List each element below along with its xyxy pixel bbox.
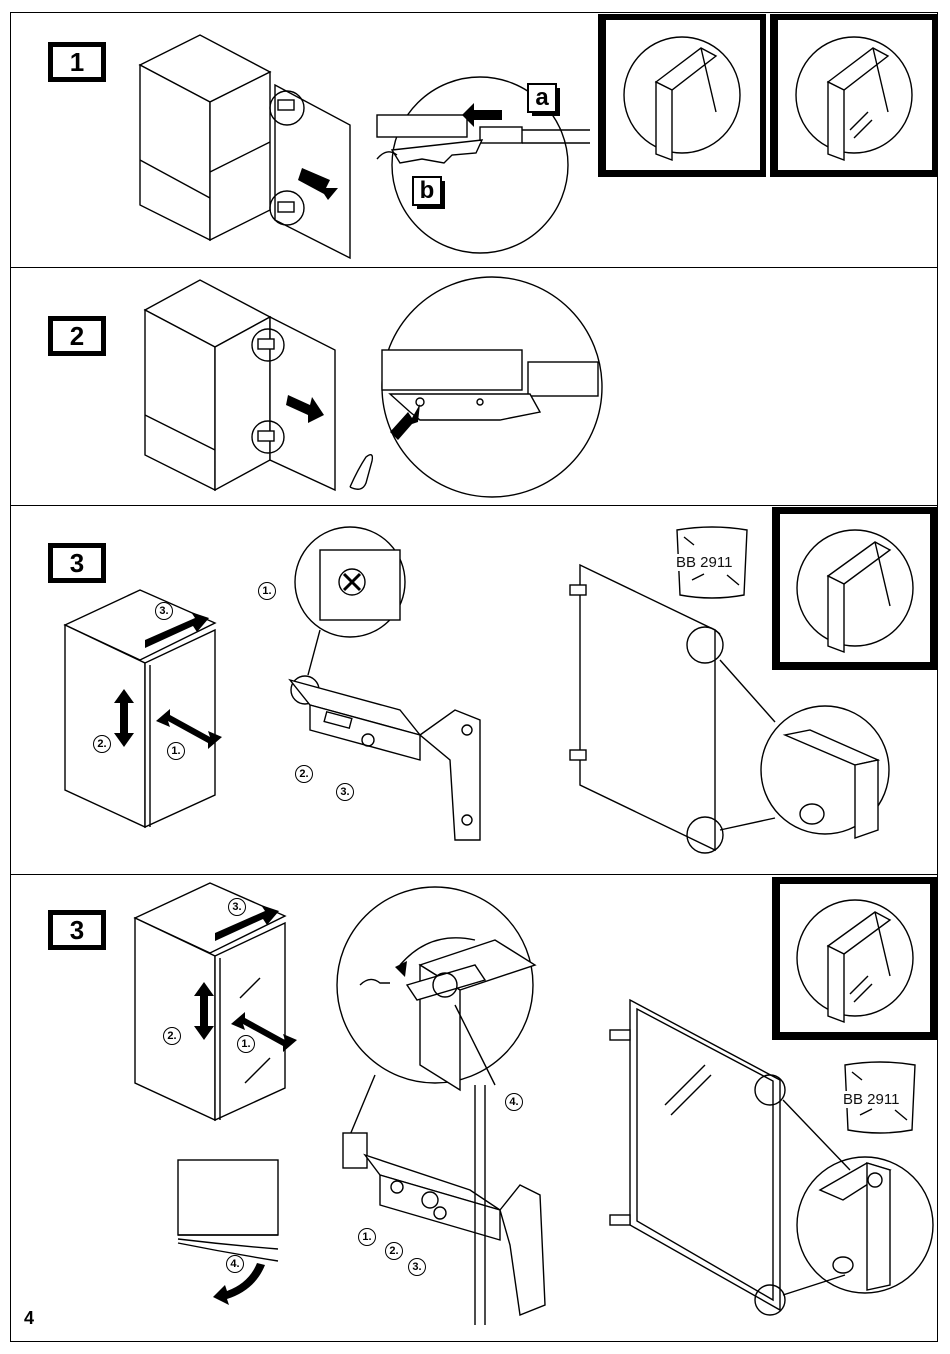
glass-adjust-callout-2: 2. — [163, 1027, 181, 1045]
step-3-glass-number: 3 — [48, 910, 106, 950]
cover-callout-4: 4. — [226, 1255, 244, 1273]
cabinet-adjustment-illustration — [60, 585, 230, 830]
opaque-door-edge-detail — [606, 20, 760, 170]
cabinet-door-removal-illustration — [130, 30, 360, 262]
glass-hinge-detail — [335, 885, 565, 1325]
label-a: a — [527, 83, 557, 113]
hinge-click-detail-circle — [380, 272, 610, 502]
glass-adjust-callout-1: 1. — [237, 1035, 255, 1053]
glass-door-edge-detail-2 — [780, 884, 930, 1032]
glass-detail-callout-1: 1. — [358, 1228, 376, 1246]
adjust-callout-2: 2. — [93, 735, 111, 753]
hardware-bag-label-2: BB 2911 — [843, 1091, 899, 1108]
glass-door-panel-illustration — [605, 995, 935, 1320]
hinge-detail-callout-1: 1. — [258, 582, 276, 600]
hinge-detail-callout-3: 3. — [336, 783, 354, 801]
page-number: 4 — [24, 1308, 34, 1329]
adjust-callout-1: 1. — [167, 742, 185, 760]
cover-cap-sheet-illustration — [170, 1155, 290, 1305]
step-2-number: 2 — [48, 316, 106, 356]
cabinet-door-install-illustration — [140, 275, 400, 500]
glass-detail-callout-4: 4. — [505, 1093, 523, 1111]
hinge-release-detail-circle — [372, 75, 602, 255]
glass-detail-callout-2: 2. — [385, 1242, 403, 1260]
glass-detail-callout-3: 3. — [408, 1258, 426, 1276]
adjust-callout-3: 3. — [155, 602, 173, 620]
step-1-number: 1 — [48, 42, 106, 82]
glass-cabinet-adjustment-illustration — [130, 878, 300, 1123]
glass-door-edge-detail — [778, 20, 932, 170]
hinge-screw-detail — [250, 520, 500, 850]
glass-adjust-callout-3: 3. — [228, 898, 246, 916]
step-3-opaque-number: 3 — [48, 543, 106, 583]
opaque-door-edge-detail-2 — [780, 514, 930, 662]
hinge-detail-callout-2: 2. — [295, 765, 313, 783]
label-b: b — [412, 176, 442, 206]
